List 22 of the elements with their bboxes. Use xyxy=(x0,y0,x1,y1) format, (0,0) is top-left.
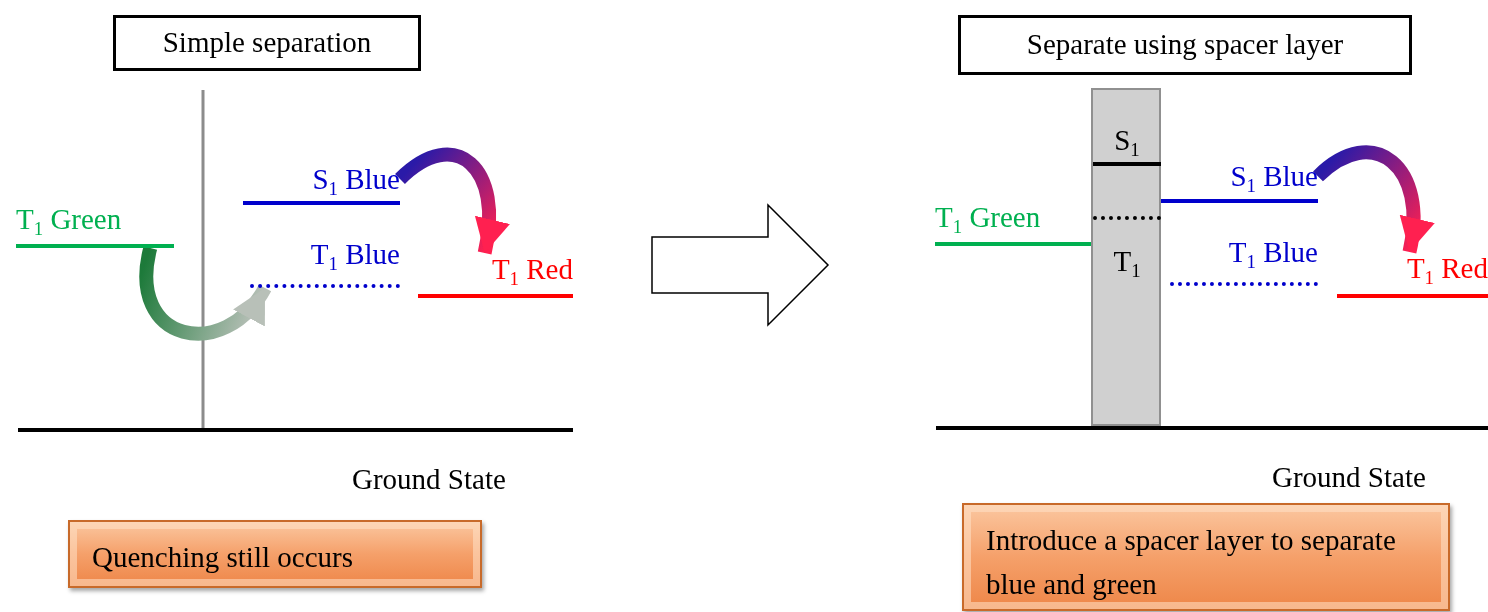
note-callout xyxy=(962,503,1450,611)
level-label: T$_{1}$ Green xyxy=(935,201,1041,235)
level-label: S$_{1}$ xyxy=(1113,124,1141,158)
note-text: Introduce a spacer layer to separate blue and green xyxy=(986,523,1396,602)
level-label: S$_{1}$ Blue xyxy=(312,163,400,197)
axis-label: Ground State xyxy=(1272,461,1426,495)
level-label: T$_{1}$ Red xyxy=(1406,252,1488,286)
note-callout xyxy=(68,520,482,588)
title-box xyxy=(113,15,421,71)
level-label: T$_{1}$ Blue xyxy=(1228,236,1318,270)
axis-label: Ground State xyxy=(352,463,506,497)
level-label: S$_{1}$ Blue xyxy=(1230,160,1318,194)
title-text: Simple separation xyxy=(162,26,372,60)
title-box xyxy=(958,15,1412,75)
note-text: Quenching still occurs xyxy=(92,540,354,575)
level-label: T$_{1}$ Blue xyxy=(310,238,400,272)
title-text: Separate using spacer layer xyxy=(1026,28,1344,62)
level-label: T$_{1}$ Green xyxy=(16,203,122,237)
spacer-layer-bar xyxy=(1091,88,1161,426)
level-label: T$_{1}$ Red xyxy=(491,253,573,287)
curved-arrow xyxy=(139,246,271,341)
level-label: T$_{1}$ xyxy=(1112,244,1142,278)
